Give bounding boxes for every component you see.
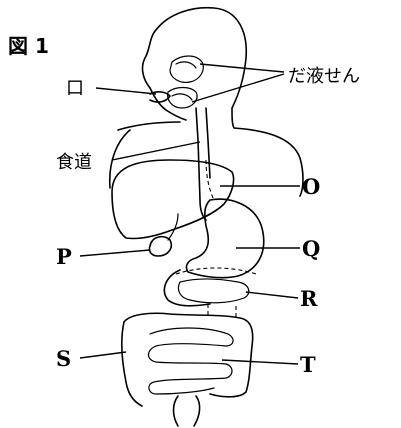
- labels: 口 だ液せん 食道 O P Q R S T: [56, 66, 360, 377]
- large-intestine: [122, 304, 253, 406]
- small-intestine: [149, 328, 234, 394]
- label-esophagus: 食道: [56, 152, 92, 173]
- label-T: T: [300, 352, 316, 377]
- label-O: O: [302, 174, 320, 199]
- label-S: S: [56, 346, 71, 371]
- label-mouth: 口: [66, 78, 84, 99]
- label-salivary-gland: だ液せん: [288, 66, 360, 87]
- stomach: [186, 199, 263, 278]
- label-P: P: [56, 244, 72, 269]
- label-Q: Q: [302, 236, 320, 261]
- rectum: [174, 396, 200, 426]
- label-R: R: [300, 286, 318, 311]
